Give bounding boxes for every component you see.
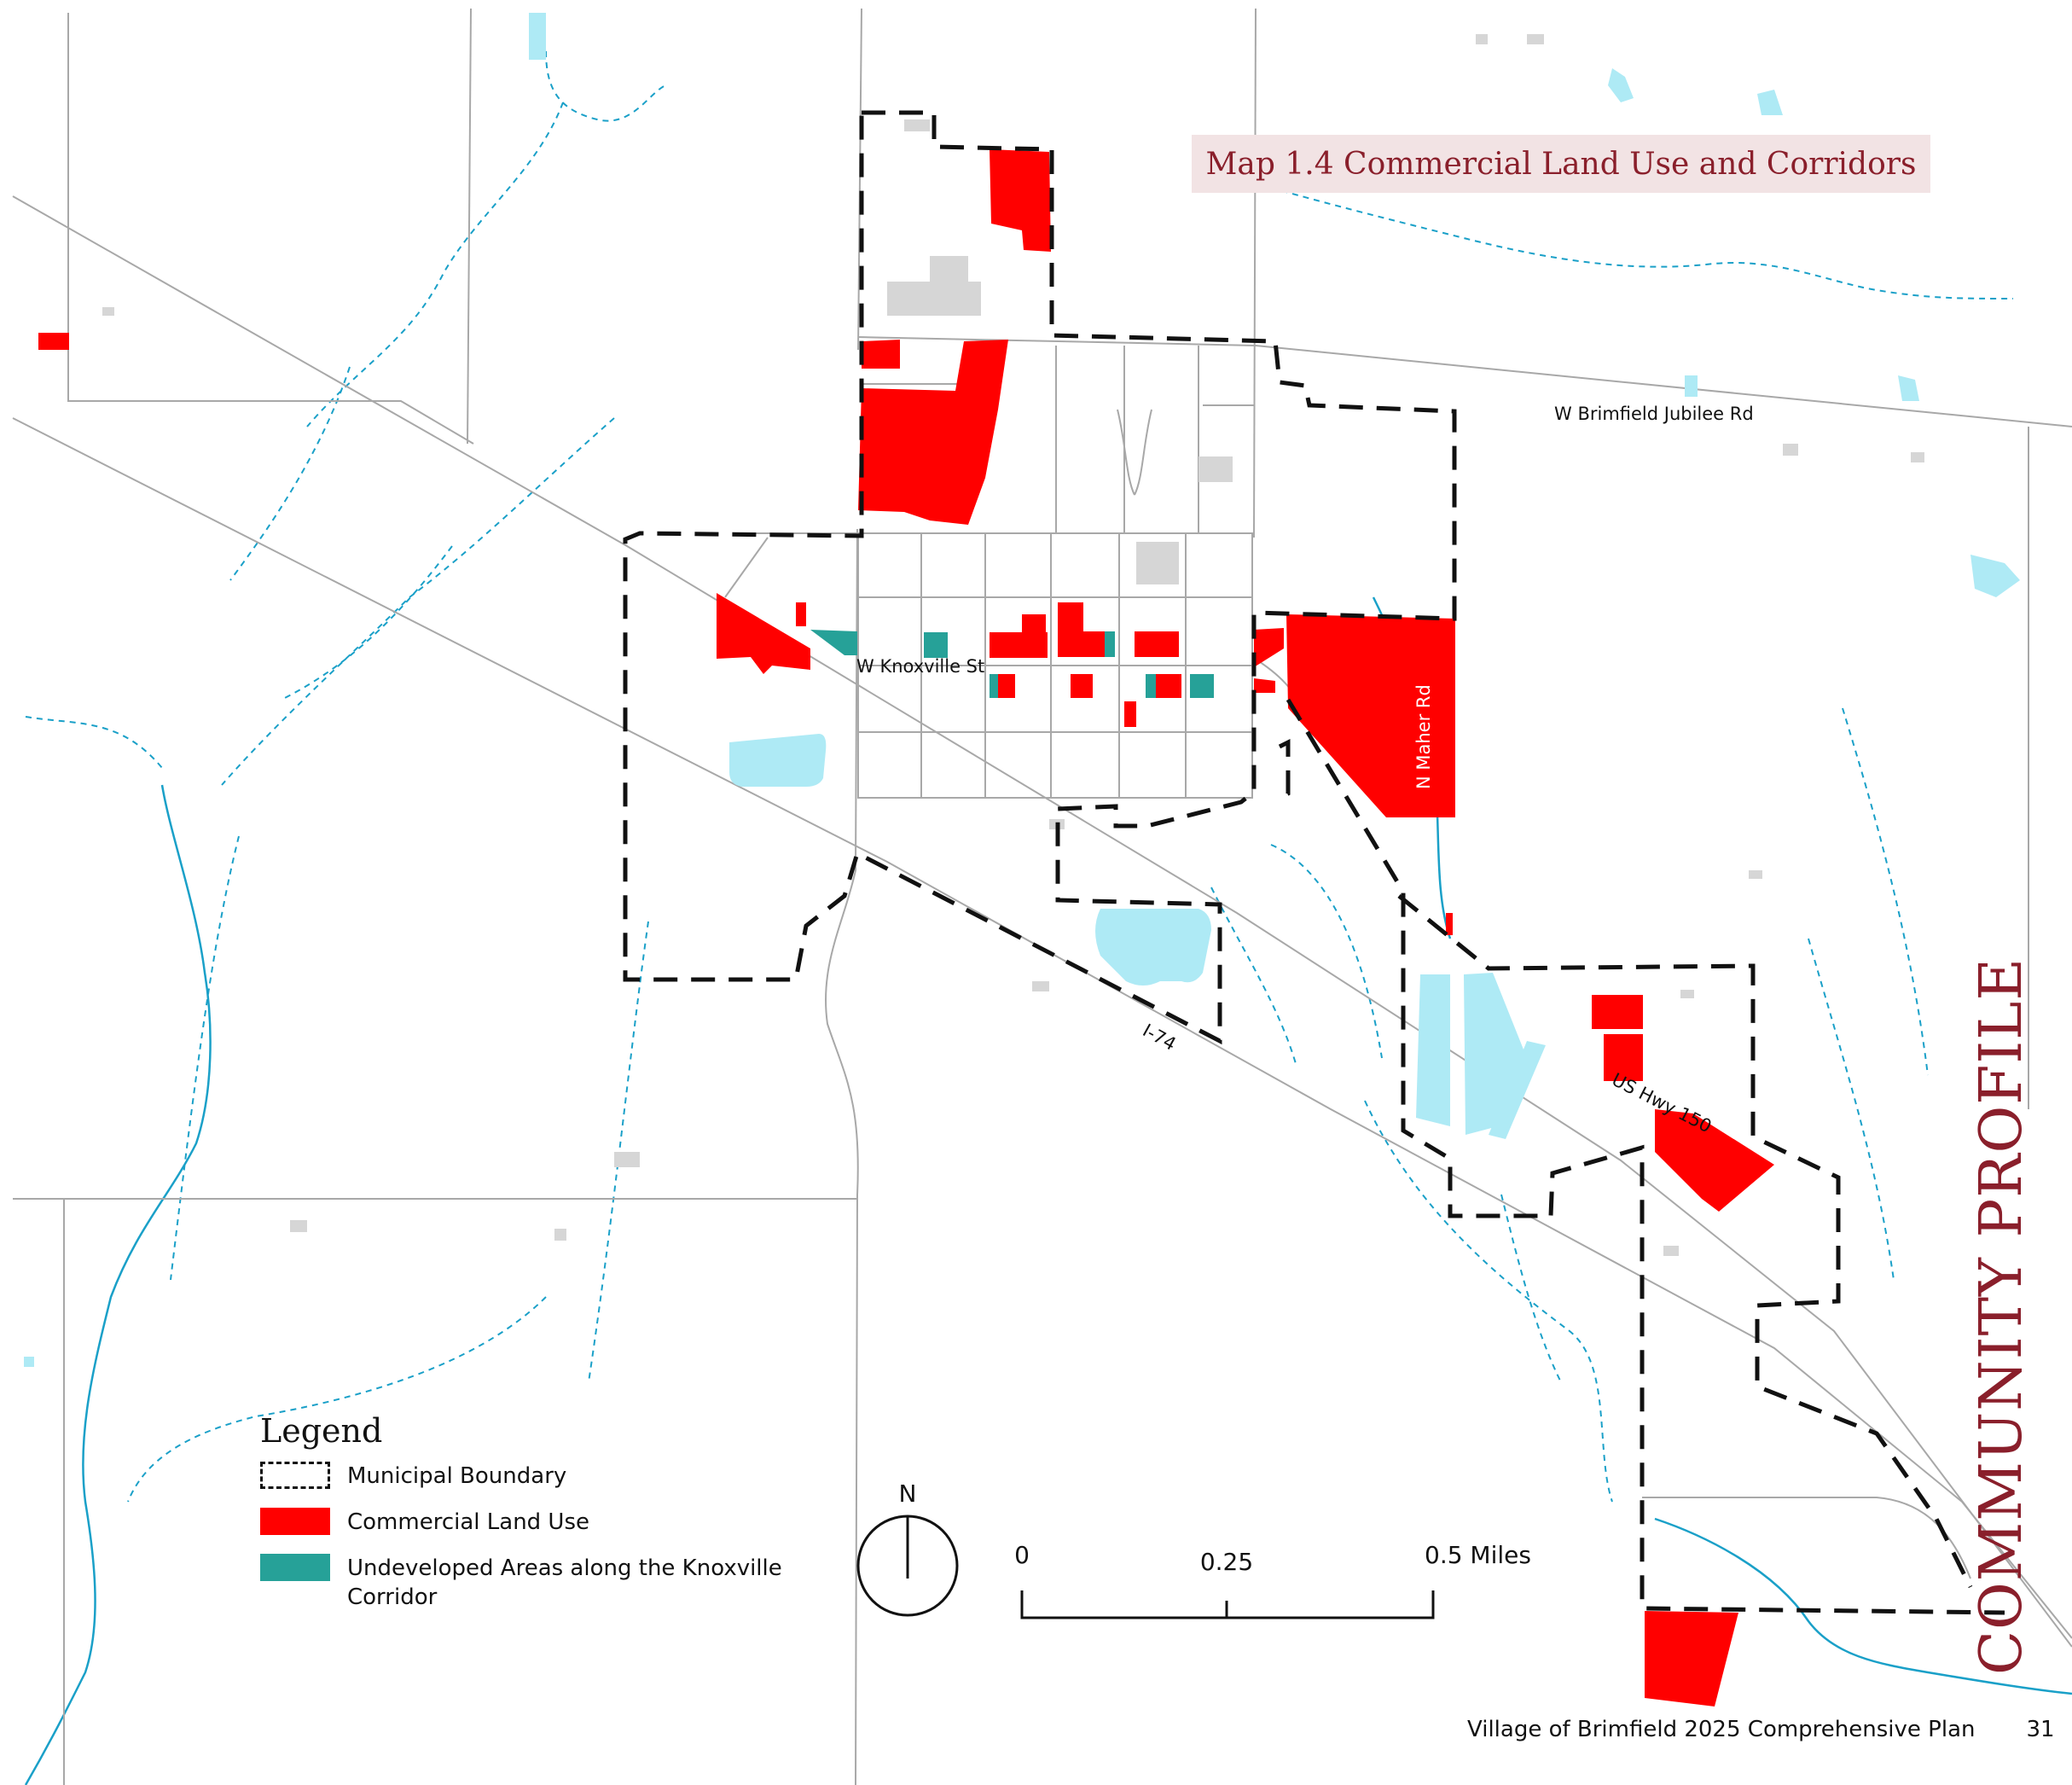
commercial-parcel bbox=[1655, 1109, 1774, 1212]
buildings bbox=[102, 34, 1924, 1256]
commercial-parcel bbox=[1286, 614, 1455, 817]
page-number: 31 bbox=[2026, 1717, 2055, 1742]
scale-label-05: 0.5 Miles bbox=[1425, 1541, 1531, 1569]
legend: Legend Municipal Boundary Commercial Lan… bbox=[260, 1412, 857, 1629]
commercial-parcel bbox=[1124, 701, 1136, 727]
footer: Village of Brimfield 2025 Comprehensive … bbox=[1467, 1717, 2055, 1742]
map-title-box: Map 1.4 Commercial Land Use and Corridor… bbox=[1192, 135, 1930, 193]
road-label-brimfield-jubilee: W Brimfield Jubilee Rd bbox=[1554, 404, 1754, 424]
commercial-swatch bbox=[260, 1508, 330, 1535]
scale-bar: 0 0.25 0.5 Miles bbox=[1014, 1541, 1531, 1619]
legend-item-boundary: Municipal Boundary bbox=[260, 1462, 857, 1491]
scale-label-0: 0 bbox=[1014, 1541, 1030, 1569]
footer-text: Village of Brimfield 2025 Comprehensive … bbox=[1467, 1717, 1976, 1742]
boundary-swatch bbox=[260, 1462, 330, 1489]
north-arrow-label: N bbox=[899, 1480, 917, 1508]
commercial-parcel bbox=[1022, 614, 1046, 633]
undeveloped-parcel bbox=[1190, 674, 1214, 698]
legend-label: Municipal Boundary bbox=[347, 1463, 567, 1489]
legend-item-undeveloped: Undeveloped Areas along the Knoxville Co… bbox=[260, 1554, 857, 1612]
commercial-parcel bbox=[796, 602, 806, 626]
water-bodies bbox=[24, 13, 2020, 1367]
commercial-parcel bbox=[990, 632, 1048, 658]
legend-title: Legend bbox=[260, 1412, 383, 1450]
undeveloped-parcel bbox=[924, 632, 948, 658]
commercial-parcel bbox=[1592, 995, 1643, 1029]
legend-label: Undeveloped Areas along the Knoxville Co… bbox=[347, 1555, 782, 1610]
undeveloped-swatch bbox=[260, 1554, 330, 1581]
commercial-parcel bbox=[862, 340, 900, 369]
roads bbox=[12, 8, 2072, 1785]
undeveloped-parcel bbox=[990, 674, 998, 698]
commercial-parcel bbox=[1156, 674, 1181, 698]
road-label-maher: N Maher Rd bbox=[1413, 684, 1434, 789]
commercial-parcel bbox=[38, 333, 69, 350]
legend-item-commercial: Commercial Land Use bbox=[260, 1508, 857, 1537]
commercial-parcel bbox=[1604, 1034, 1643, 1081]
commercial-parcel bbox=[1135, 631, 1179, 657]
scale-label-025: 0.25 bbox=[1200, 1548, 1253, 1576]
commercial-parcel bbox=[998, 674, 1015, 698]
commercial-parcel bbox=[1058, 631, 1105, 657]
commercial-parcel bbox=[1446, 913, 1453, 935]
commercial-parcel bbox=[858, 340, 1008, 525]
commercial-land-use bbox=[38, 149, 1774, 1707]
commercial-parcel bbox=[1254, 678, 1275, 693]
side-title: COMMUNITY PROFILE bbox=[1947, 932, 2057, 1700]
commercial-parcel bbox=[1071, 674, 1093, 698]
road-label-knoxville: W Knoxville St bbox=[856, 656, 984, 677]
municipal-boundary bbox=[623, 110, 2005, 1615]
commercial-parcel bbox=[1645, 1611, 1738, 1707]
map-title: Map 1.4 Commercial Land Use and Corridor… bbox=[1205, 146, 1917, 182]
commercial-parcel bbox=[717, 593, 810, 674]
north-arrow: N bbox=[856, 1480, 959, 1617]
undeveloped-areas bbox=[810, 630, 1214, 698]
undeveloped-parcel bbox=[1105, 631, 1115, 657]
town-grid bbox=[724, 346, 1306, 799]
commercial-parcel bbox=[1254, 628, 1284, 667]
road-label-i74: I-74 bbox=[1140, 1020, 1180, 1055]
undeveloped-parcel bbox=[810, 630, 857, 655]
legend-label: Commercial Land Use bbox=[347, 1509, 590, 1535]
commercial-parcel bbox=[1058, 602, 1083, 631]
side-title-text: COMMUNITY PROFILE bbox=[1968, 956, 2036, 1675]
streams bbox=[25, 50, 2014, 1503]
commercial-parcel bbox=[990, 149, 1051, 252]
undeveloped-parcel bbox=[1146, 674, 1156, 698]
